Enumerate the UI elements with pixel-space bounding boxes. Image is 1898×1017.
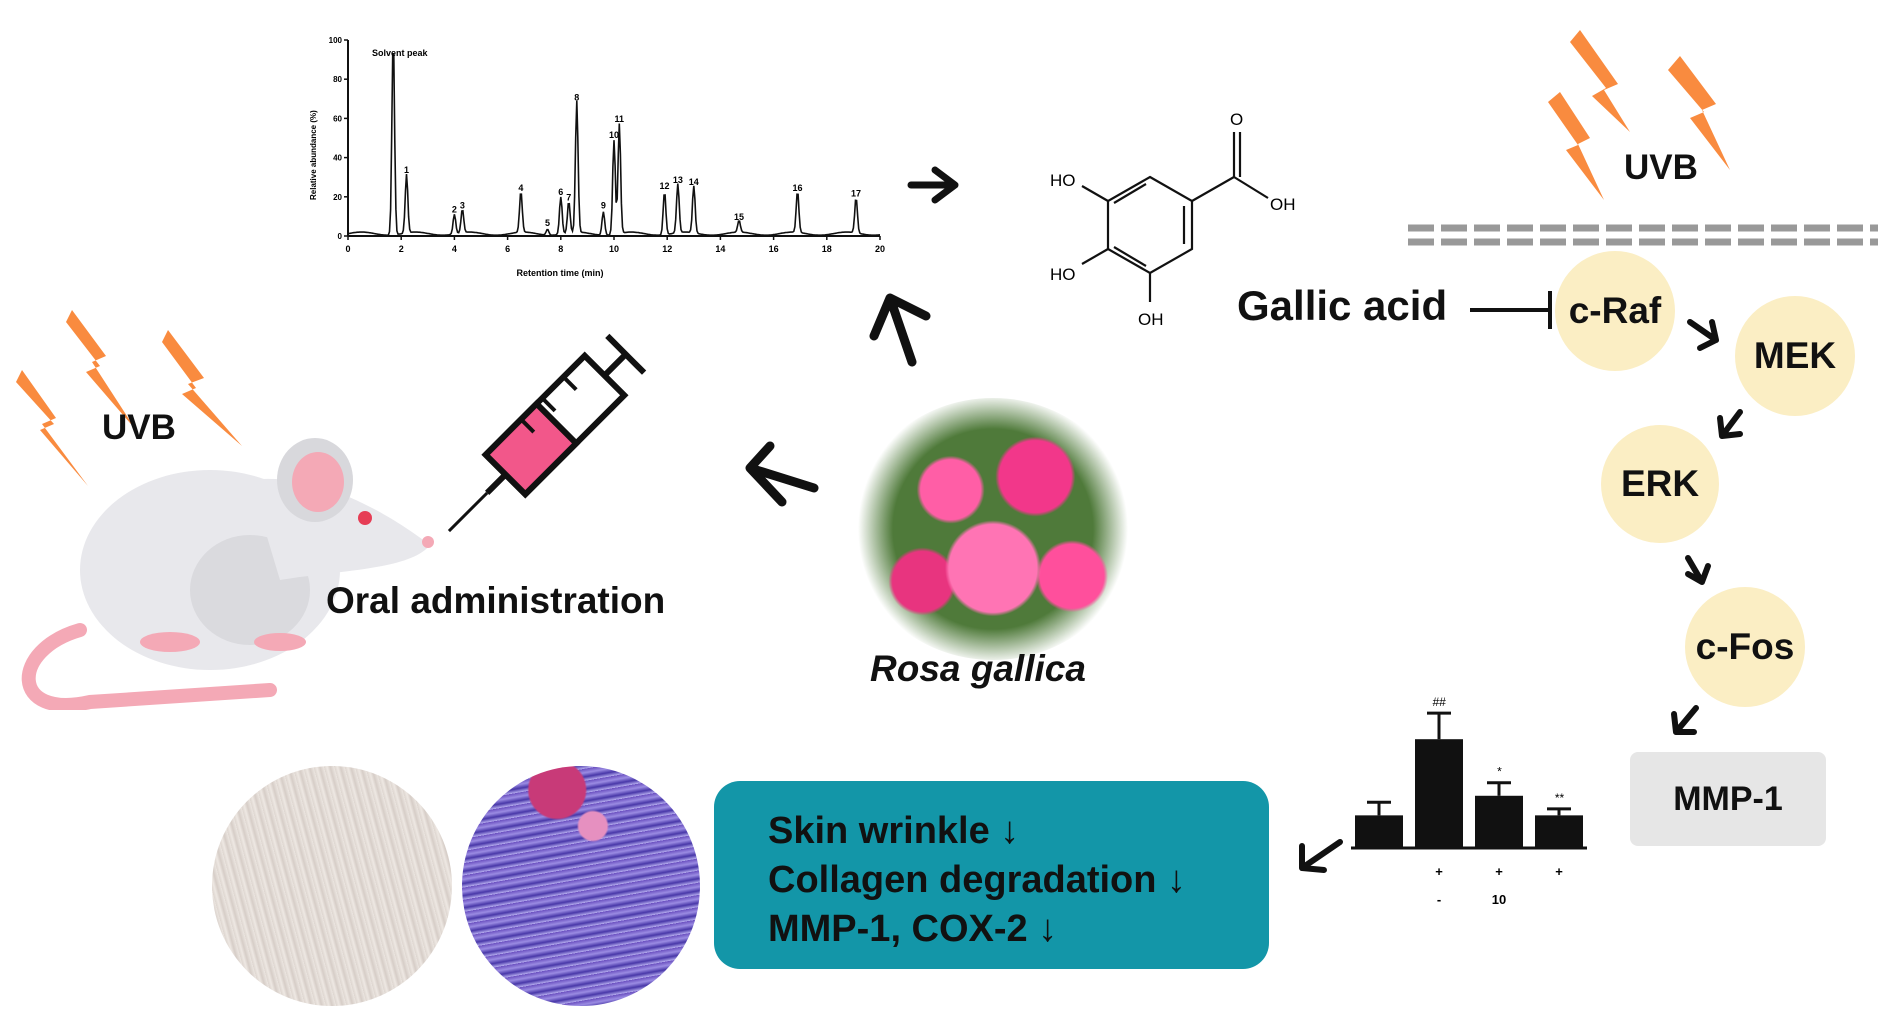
chrom-peak-label: 15 — [734, 212, 744, 222]
chrom-x-tick-label: 10 — [609, 244, 619, 254]
lightning-icon — [162, 330, 242, 446]
bar-row2-label: 10 — [1492, 892, 1506, 907]
effect-line-2: Collagen degradation ↓ — [768, 859, 1187, 901]
rosa-gallica-label: Rosa gallica — [870, 648, 1086, 689]
chrom-peak-label: 13 — [673, 175, 683, 185]
mol-o: O — [1230, 110, 1243, 129]
mol-ho-top: HO — [1050, 171, 1076, 190]
chrom-peak-label: 14 — [689, 177, 699, 187]
chrom-peak-label: 4 — [518, 183, 523, 193]
chrom-peak-label: 9 — [601, 200, 606, 210]
chrom-xlabel: Retention time (min) — [517, 268, 604, 278]
chrom-x-tick-label: 16 — [769, 244, 779, 254]
inhibition-arrow — [1470, 291, 1552, 329]
chrom-x-tick-label: 2 — [399, 244, 404, 254]
bar — [1535, 815, 1583, 848]
uvb-bolts-left — [16, 310, 242, 486]
chrom-y-tick-label: 20 — [333, 193, 342, 202]
chrom-peak-label: 12 — [660, 181, 670, 191]
arrow-right-icon — [907, 166, 959, 204]
cell-membrane — [1408, 224, 1878, 246]
chrom-x-tick-label: 18 — [822, 244, 832, 254]
chrom-x-tick-label: 8 — [558, 244, 563, 254]
chrom-trace — [347, 53, 881, 237]
chrom-x-tick-label: 6 — [505, 244, 510, 254]
lightning-icon — [1570, 30, 1630, 132]
chrom-x-tick-label: 20 — [875, 244, 885, 254]
node-cfos: c-Fos — [1685, 587, 1805, 707]
chrom-y-tick-label: 80 — [333, 75, 342, 84]
lightning-icon — [66, 310, 136, 430]
effects-box: Skin wrinkle ↓ Collagen degradation ↓ MM… — [714, 781, 1269, 969]
mol-oh-bottom: OH — [1138, 310, 1164, 329]
bar-row1-label: + — [1435, 864, 1443, 879]
bar — [1475, 795, 1523, 848]
chrom-peak-label: 2 — [452, 204, 457, 214]
gallic-acid-label: Gallic acid — [1237, 282, 1448, 329]
bar — [1355, 815, 1403, 848]
chrom-x-tick-label: 12 — [662, 244, 672, 254]
effect-line-1: Skin wrinkle ↓ — [768, 810, 1020, 852]
chrom-peak-label: 10 — [609, 130, 619, 140]
chrom-peak-label: 7 — [566, 193, 571, 203]
node-erk: ERK — [1601, 425, 1719, 543]
chrom-peak-label: 1 — [404, 165, 409, 175]
arrow-icon — [1671, 705, 1699, 735]
mol-oh-right: OH — [1270, 195, 1296, 214]
lightning-icon — [1668, 56, 1730, 170]
node-craf: c-Raf — [1555, 251, 1675, 371]
chrom-y-tick-label: 40 — [333, 154, 342, 163]
mmp1-box: MMP-1 — [1630, 752, 1826, 846]
chrom-peak-label: 16 — [793, 183, 803, 193]
chrom-peak-label: 6 — [558, 187, 563, 197]
chrom-y-tick-label: 100 — [329, 36, 343, 45]
gallic-acid-structure: O OH HO HO OH — [1050, 110, 1296, 329]
chrom-solvent-label: Solvent peak — [372, 48, 429, 58]
chrom-peak-label: 5 — [545, 218, 550, 228]
histology-image — [462, 766, 700, 1006]
effect-line-3: MMP-1, COX-2 ↓ — [768, 908, 1058, 950]
bar-annotation: ## — [1432, 695, 1446, 709]
uvb-label-right: UVB — [1624, 148, 1698, 187]
rosa-gallica-image — [852, 398, 1134, 660]
arrow-icon — [1687, 319, 1719, 351]
chrom-x-tick-label: 0 — [345, 244, 350, 254]
chrom-peak-label: 17 — [851, 189, 861, 199]
arrow-icon — [1299, 839, 1343, 873]
uvb-bolts-right — [1548, 30, 1730, 200]
bar-annotation: * — [1497, 765, 1502, 779]
chrom-peak-label: 3 — [460, 200, 465, 210]
arrow-icon — [1717, 409, 1743, 439]
chrom-peak-label: 8 — [574, 93, 579, 103]
arrow-left-icon — [745, 441, 819, 507]
arrow-icon — [1685, 555, 1711, 585]
chrom-ylabel: Relative abundance (%) — [309, 110, 318, 200]
bar-chart: ## + - * +10 ** + — [1351, 695, 1587, 907]
node-mek: MEK — [1735, 296, 1855, 416]
bar-row1-label: + — [1555, 864, 1563, 879]
arrow-up-icon — [869, 293, 931, 367]
chrom-y-tick-label: 60 — [333, 114, 342, 123]
bar-annotation: ** — [1554, 791, 1564, 805]
syringe-icon — [447, 333, 647, 533]
chrom-x-tick-label: 14 — [715, 244, 725, 254]
mol-ho-bottom: HO — [1050, 265, 1076, 284]
chrom-y-tick-label: 0 — [338, 232, 343, 241]
chrom-peak-label: 11 — [615, 114, 625, 124]
mouse-illustration — [21, 438, 434, 710]
bar-row1-label: + — [1495, 864, 1503, 879]
bar-row2-label: - — [1437, 892, 1441, 907]
bar — [1415, 739, 1463, 848]
skin-wrinkle-image — [212, 766, 452, 1006]
lightning-icon — [16, 370, 88, 486]
uvb-label-left: UVB — [102, 408, 176, 447]
chrom-x-tick-label: 4 — [452, 244, 457, 254]
lightning-icon — [1548, 92, 1604, 200]
oral-administration-label: Oral administration — [326, 580, 666, 621]
